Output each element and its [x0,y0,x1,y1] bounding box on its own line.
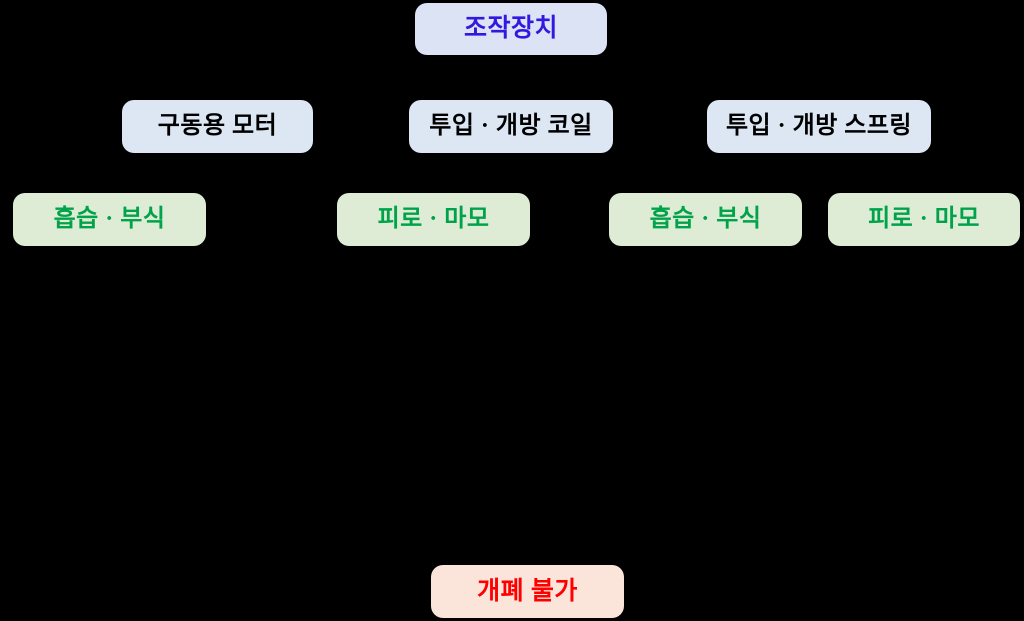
node-operating-device[interactable]: 조작장치 [415,3,607,55]
node-close-open-coil[interactable]: 투입 · 개방 코일 [409,100,613,153]
node-open-close-failure-label: 개폐 불가 [477,577,578,605]
node-close-open-coil-label: 투입 · 개방 코일 [429,113,593,140]
node-drive-motor[interactable]: 구동용 모터 [122,100,313,153]
node-open-close-failure[interactable]: 개폐 불가 [431,565,624,618]
node-failure-moisture-corrosion-2[interactable]: 흡습 · 부식 [609,193,802,246]
node-failure-fatigue-wear-1-label: 피로 · 마모 [377,206,490,233]
node-failure-fatigue-wear-2[interactable]: 피로 · 마모 [828,193,1020,246]
node-failure-moisture-corrosion-2-label: 흡습 · 부식 [649,206,762,233]
node-close-open-spring-label: 투입 · 개방 스프링 [725,113,913,140]
node-close-open-spring[interactable]: 투입 · 개방 스프링 [707,100,931,153]
node-failure-fatigue-wear-2-label: 피로 · 마모 [868,206,980,233]
node-failure-moisture-corrosion-1-label: 흡습 · 부식 [53,206,166,233]
node-failure-fatigue-wear-1[interactable]: 피로 · 마모 [337,193,530,246]
node-failure-moisture-corrosion-1[interactable]: 흡습 · 부식 [13,193,206,246]
node-operating-device-label: 조작장치 [463,15,558,43]
node-drive-motor-label: 구동용 모터 [157,113,278,140]
